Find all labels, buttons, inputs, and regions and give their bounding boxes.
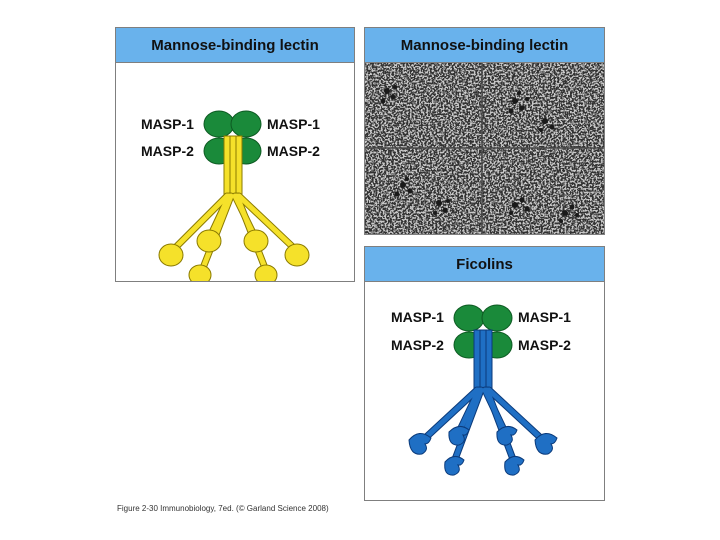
masp-2-right-label: MASP-2: [267, 143, 320, 159]
mbl-diagram: MASP-1 MASP-1 MASP-2 MASP-2: [141, 110, 320, 281]
mbl-stalk: [223, 135, 243, 199]
ficolin-heads: [408, 426, 558, 476]
ficolins-diagram-panel: Ficolins: [364, 246, 605, 501]
mbl-diagram-title: Mannose-binding lectin: [116, 28, 354, 63]
masp-2-left-label: MASP-2: [141, 143, 194, 159]
figure-caption: Figure 2-30 Immunobiology, 7ed. (© Garla…: [117, 504, 329, 513]
masp-1-right-shape: [481, 304, 513, 332]
masp-1-right-shape: [230, 110, 262, 138]
mbl-heads: [158, 229, 310, 281]
masp-1-right-label: MASP-1: [518, 309, 571, 325]
electron-micrograph-image: [365, 63, 604, 234]
mbl-diagram-panel: Mannose-binding lectin: [115, 27, 355, 282]
masp-2-right-label: MASP-2: [518, 337, 571, 353]
masp-1-right-label: MASP-1: [267, 116, 320, 132]
ficolins-diagram: MASP-1 MASP-1 MASP-2 MASP-2: [391, 304, 571, 476]
masp-1-left-label: MASP-1: [391, 309, 444, 325]
masp-1-left-shape: [453, 304, 485, 332]
masp-1-left-shape: [203, 110, 235, 138]
mbl-micrograph-panel: Mannose-binding lectin: [364, 27, 605, 235]
ficolins-title: Ficolins: [365, 247, 604, 282]
masp-1-left-label: MASP-1: [141, 116, 194, 132]
mbl-micrograph-title: Mannose-binding lectin: [365, 28, 604, 63]
masp-2-left-label: MASP-2: [391, 337, 444, 353]
ficolin-stalk: [473, 329, 493, 393]
